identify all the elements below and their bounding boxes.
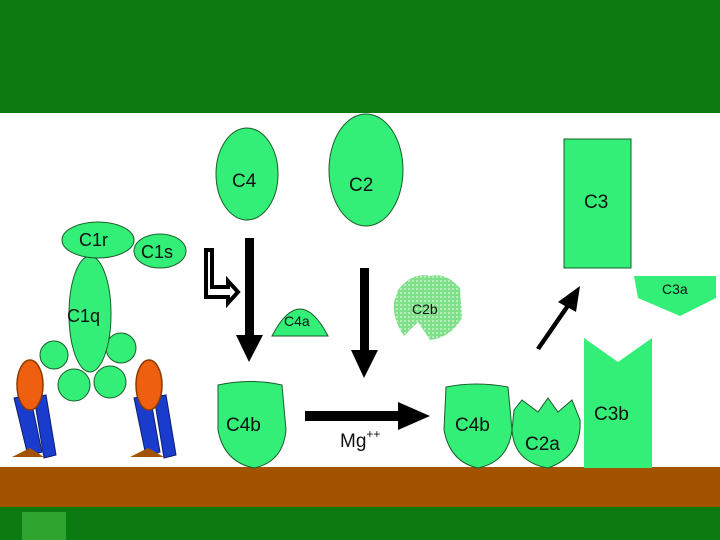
c3-shape	[563, 138, 632, 269]
membrane	[0, 467, 720, 507]
c2b-shape	[393, 275, 462, 340]
label-c4b-right: C4b	[455, 415, 490, 436]
c4a-shape	[271, 308, 329, 337]
arrow-mg	[305, 402, 430, 430]
footer-bar	[0, 507, 720, 540]
c2-shape	[328, 113, 404, 227]
label-c1s: C1s	[141, 242, 173, 262]
antibody-right	[130, 359, 177, 459]
arrow-c4a-release	[204, 248, 241, 309]
arrow-c2-cleavage	[351, 268, 378, 378]
label-c3b: C3b	[594, 404, 629, 425]
c3a-shape	[638, 298, 716, 316]
c3b-shape	[584, 338, 652, 468]
label-c4a: C4a	[284, 313, 310, 329]
footer-block	[22, 512, 66, 540]
label-c2: C2	[349, 175, 373, 196]
label-c4b-left: C4b	[226, 415, 261, 436]
label-c1r: C1r	[79, 230, 108, 250]
label-c3: C3	[584, 192, 608, 213]
label-c2a: C2a	[525, 434, 560, 455]
arrow-c4-cleavage	[236, 238, 263, 362]
c1-complex	[39, 221, 187, 402]
antibody-left	[12, 359, 57, 459]
label-c1q: C1q	[67, 306, 100, 326]
label-mg-sup: ++	[366, 427, 380, 441]
c4b-right-shape	[443, 383, 513, 469]
arrow-c3a-release	[536, 286, 580, 350]
c1r-shape	[61, 221, 135, 259]
header-bar	[0, 0, 720, 113]
label-c4: C4	[232, 171, 257, 192]
c1s-shape	[133, 233, 187, 269]
c4b-left-shape	[217, 381, 287, 469]
label-mg-base: Mg	[340, 431, 366, 452]
c2a-shape	[511, 397, 581, 469]
label-mg: Mg++	[340, 427, 380, 452]
c4-shape	[215, 127, 279, 221]
c3a-shape-top	[634, 276, 716, 298]
label-c3a: C3a	[662, 281, 688, 297]
label-c2b: C2b	[412, 301, 438, 317]
